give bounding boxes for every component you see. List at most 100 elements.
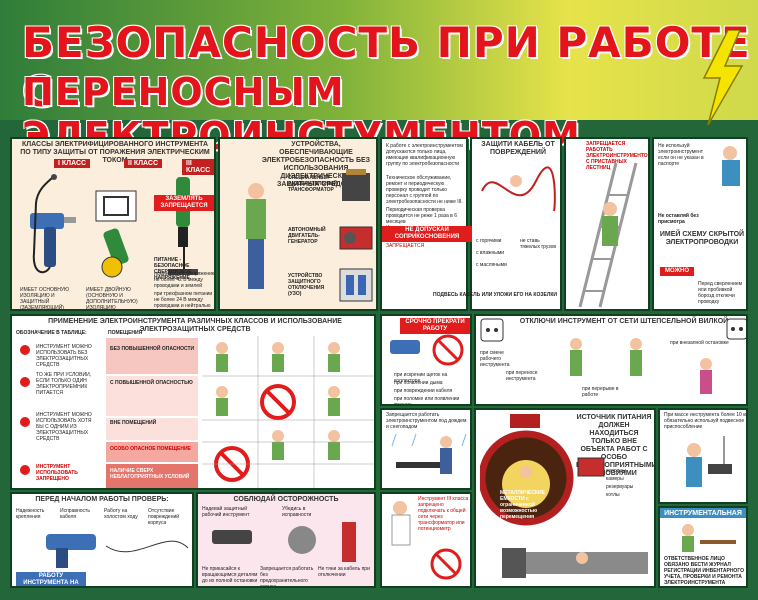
cable-label-heavy: не ставь тяжелых грузов	[520, 238, 557, 250]
usage-left-2: ТО ЖЕ ПРИ УСЛОВИИ, ЕСЛИ ТОЛЬКО ОДИН ЭЛЕК…	[36, 372, 92, 396]
rcd-illustration	[338, 267, 374, 303]
hidden-wiring-panel: Не используй электроинструмент если он н…	[652, 137, 748, 311]
ladder-prohibition-title: ЗАПРЕЩАЕТСЯ РАБОТАТЬ ЭЛЕКТРОИНСТРУМЕНТОМ…	[586, 141, 650, 171]
personnel-text-1: К работе с электроинструментом допускают…	[386, 143, 463, 167]
class-2-caption: ИМЕЕТ ДВОЙНУЮ (ОСНОВНУЮ И ДОПОЛНИТЕЛЬНУЮ…	[86, 287, 138, 311]
row-2-label: С ПОВЫШЕННОЙ ОПАСНОСТЬЮ	[110, 380, 193, 386]
allowed-badge: МОЖНО	[660, 267, 694, 276]
caution-label-1: Надевай защитный рабочий инструмент	[202, 506, 250, 518]
weight-text: При массе инструмента более 10 кг обязат…	[664, 412, 748, 430]
row-3-cell	[106, 418, 198, 440]
tool-classes-panel: КЛАССЫ ЭЛЕКТРИФИЦИРОВАННОГО ИНСТРУМЕНТА …	[10, 137, 216, 311]
stop-note-3: при повреждении кабеля	[394, 388, 453, 394]
drill-class-1-illustration	[24, 173, 80, 283]
caution-caption-2: Запрещается работать без предохранительн…	[260, 566, 314, 588]
caution-caption-1: Не прикасайся к вращающимся деталям до и…	[202, 566, 258, 584]
unplug-caption-3: при внезапной остановке	[670, 340, 729, 346]
space-list-2: камеры	[606, 476, 624, 482]
no-grounding-banner: ЗАЗЕМЛЯТЬ ЗАПРЕЩАЕТСЯ	[154, 195, 214, 211]
wiring-note: Не используй электроинструмент если он н…	[658, 143, 704, 167]
row-4-label: ОСОБО ОПАСНОЕ ПОМЕЩЕНИЕ	[110, 446, 191, 452]
stop-note-4: при поломке или появлении трещин	[394, 396, 460, 406]
check-label-1: Надежность крепления	[16, 508, 45, 520]
pre-work-check-title: ПЕРЕД НАЧАЛОМ РАБОТЫ ПРОВЕРЬ:	[35, 496, 169, 503]
usage-grid-illustration	[202, 336, 374, 488]
worker-with-tool-illustration	[226, 179, 284, 299]
usage-left-1: ИНСТРУМЕНТ МОЖНО ИСПОЛЬЗОВАТЬ БЕЗ ЭЛЕКТР…	[36, 344, 92, 368]
drill-prohibition-illustration	[386, 330, 470, 370]
drill-inspection-illustration	[16, 526, 192, 570]
coiled-cable-illustration	[476, 161, 560, 221]
row-5-label: НАЛИЧИЕ СВЕРХ НЕБЛАГОПРИЯТНЫХ УСЛОВИЙ	[110, 468, 190, 480]
confined-space-panel: ИСТОЧНИК ПИТАНИЯ ДОЛЖЕН НАХОДИТЬСЯ ТОЛЬК…	[474, 408, 656, 588]
generator-illustration	[338, 219, 374, 255]
suspended-tool-illustration	[664, 436, 746, 502]
transformer-illustration	[340, 169, 372, 205]
socket-icon	[480, 318, 504, 342]
stop-note-2: при появлении дыма	[394, 380, 443, 386]
usage-table-title: ПРИМЕНЕНИЕ ЭЛЕКТРОИНСТРУМЕНТА РАЗЛИЧНЫХ …	[48, 318, 342, 333]
pre-work-check-panel: ПЕРЕД НАЧАЛОМ РАБОТЫ ПРОВЕРЬ: Надежность…	[10, 492, 194, 588]
registry-panel: ИНСТРУМЕНТАЛЬНАЯ ОТВЕТСТВЕННОЕ ЛИЦО ОБЯЗ…	[658, 506, 748, 588]
personnel-text-2: Техническое обслуживание, ремонт и перио…	[386, 175, 463, 205]
unplug-illustration	[556, 334, 746, 398]
worker-small-illustration	[384, 500, 418, 560]
class-3-caption: ПИТАНИЕ - БЕЗОПАСНОЕ СВЕРХНИЗКОЕ НАПРЯЖЕ…	[154, 257, 192, 281]
wiring-label-unattended: Не оставляй без присмотра	[658, 213, 699, 225]
weight-panel: При массе инструмента более 10 кг обязат…	[658, 408, 748, 504]
caution-label-2: Убедись в исправности	[282, 506, 312, 518]
no-contact-banner: НЕ ДОПУСКАЙ СОПРИКОСНОВЕНИЯ	[382, 226, 472, 242]
usage-left-4: ИНСТРУМЕНТ ИСПОЛЬЗОВАТЬ ЗАПРЕЩЕНО	[36, 464, 78, 482]
caution-title: СОБЛЮДАЙ ОСТОРОЖНОСТЬ	[233, 496, 339, 503]
cable-label-wet: с влажными	[476, 250, 505, 256]
tank-illustration	[478, 414, 574, 534]
class-3-transformer-text: Инструмент III класса запрещено подключа…	[418, 496, 469, 532]
socket-icon-right	[726, 318, 746, 340]
space-list-1: колодцы	[606, 468, 626, 474]
check-label-3: Работу на холостом ходу	[104, 508, 138, 520]
registry-title: ИНСТРУМЕНТАЛЬНАЯ	[660, 508, 746, 518]
idle-run-badge: РАБОТУ ИНСТРУМЕНТА НА ХОЛОСТОМ ХОДУ	[16, 572, 86, 586]
row-2-cell	[106, 376, 198, 416]
pipe-illustration	[482, 538, 652, 586]
class-3-label: III КЛАСС	[182, 159, 214, 175]
poster-title-line-1: БЕЗОПАСНОСТЬ ПРИ РАБОТЕ С	[22, 18, 751, 116]
generator-small-illustration	[576, 450, 606, 490]
class-3-note: номинальное напряжение не более 42 В меж…	[154, 271, 215, 289]
hidden-wiring-title: ИМЕЙ СХЕМУ СКРЫТОЙ ЭЛЕКТРОПРОВОДКИ	[659, 231, 745, 246]
stop-work-panel: СРОЧНО ПРЕКРАТИ РАБОТУ при искрении щето…	[380, 314, 472, 406]
generator-label: АВТОНОМНЫЙ ДВИГАТЕЛЬ-ГЕНЕРАТОР	[288, 227, 326, 245]
unplug-caption-4: при смене рабочего инструмента	[480, 350, 510, 368]
caution-tools-illustration	[202, 520, 374, 564]
rooms-header: ПОМЕЩЕНИЯ	[108, 330, 143, 336]
transformer-label: СПЕЦИАЛЬНЫЙ РАЗДЕЛИТЕЛЬНЫЙ ТРАНСФОРМАТОР	[288, 175, 338, 193]
personnel-text-3: Периодическая проверка проводится не реж…	[386, 207, 457, 225]
protective-devices-panel: УСТРОЙСТВА, ОБЕСПЕЧИВАЮЩИЕ ЭЛЕКТРОБЕЗОПА…	[218, 137, 378, 311]
ladder-prohibition-panel: ЗАПРЕЩАЕТСЯ РАБОТАТЬ ЭЛЕКТРОИНСТРУМЕНТОМ…	[564, 137, 650, 311]
stop-work-title: СРОЧНО ПРЕКРАТИ РАБОТУ	[400, 318, 470, 334]
caution-caption-3: Не тяни за кабель при отключении	[318, 566, 370, 578]
transformer-symbol-illustration	[422, 544, 470, 584]
check-label-4: Отсутствие повреждений корпуса	[148, 508, 180, 526]
space-list-4: котлы	[606, 492, 620, 498]
cable-protection-panel: ЗАЩИТИ КАБЕЛЬ ОТ ПОВРЕЖДЕНИЙ	[470, 137, 562, 311]
registry-text: ОТВЕТСТВЕННОЕ ЛИЦО ОБЯЗАНО ВЕСТИ ЖУРНАЛ …	[664, 556, 744, 586]
personnel-rules-panel: К работе с электроинструментом допускают…	[380, 137, 468, 311]
unplug-caption-2: при перерыве в работе	[582, 386, 619, 398]
row-4-cell	[106, 442, 198, 462]
class-1-label: I КЛАСС	[54, 159, 91, 168]
worker-drilling-illustration	[714, 145, 746, 205]
protective-devices-title: УСТРОЙСТВА, ОБЕСПЕЧИВАЮЩИЕ ЭЛЕКТРОБЕЗОПА…	[261, 141, 371, 188]
wiring-note-2: Перед сверлением или пробивкой борозд от…	[698, 281, 743, 305]
unplug-title: ОТКЛЮЧИ ИНСТРУМЕНТ ОТ СЕТИ ШТЕПСЕЛЬНОЙ В…	[519, 318, 729, 325]
cable-label-hot: с горячими	[476, 238, 502, 244]
rcd-label: УСТРОЙСТВО ЗАЩИТНОГО ОТКЛЮЧЕНИЯ (УЗО)	[288, 273, 325, 297]
cable-footer: ПОДВЕСЬ КАБЕЛЬ ИЛИ УЛОЖИ ЕГО НА КОЗЕЛКИ	[433, 292, 557, 298]
caution-panel: СОБЛЮДАЙ ОСТОРОЖНОСТЬ Надевай защитный р…	[196, 492, 376, 588]
class-2-label: II КЛАСС	[124, 159, 163, 168]
ladder-illustration	[570, 159, 648, 309]
poster-header: БЕЗОПАСНОСТЬ ПРИ РАБОТЕ С ПЕРЕНОСНЫМ ЭЛЕ…	[0, 0, 758, 158]
lightning-bolt-icon	[702, 30, 744, 125]
space-list-3: резервуары	[606, 484, 634, 490]
